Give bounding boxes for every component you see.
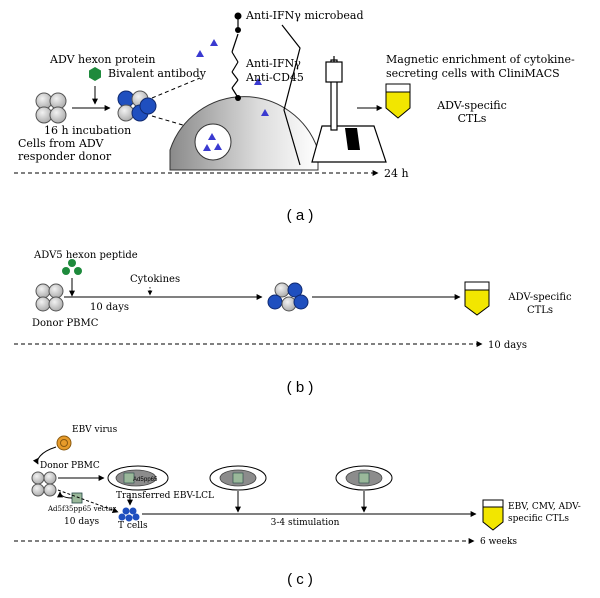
enrichment-label-line2: secreting cells with CliniMACS: [386, 67, 560, 80]
hexon-peptide-icon: [62, 259, 82, 275]
arrow-ebv: [32, 446, 57, 465]
panel-a-label: ( a ): [287, 207, 314, 224]
donor-pbmc-cluster-c: [31, 471, 57, 497]
stimulation-label: 3-4 stimulation: [271, 518, 340, 528]
time-label-b: 10 days: [488, 340, 527, 351]
cytokine-icon: [196, 39, 269, 116]
vector-label: Ad5f35pp65 vector: [47, 505, 117, 513]
arrow-vector: [57, 491, 73, 499]
hexon-icon: [89, 67, 101, 81]
donor-cell-cluster: [35, 92, 67, 124]
arrow-to-tcells: [57, 489, 119, 513]
donor-label-c: Donor PBMC: [40, 461, 100, 471]
time-label-a: 24 h: [384, 167, 409, 180]
peptide-label: ADV5 hexon peptide: [33, 250, 138, 261]
ctl-label-c-line1: EBV, CMV, ADV-: [508, 502, 581, 512]
ctl-tube-icon-b: [464, 281, 490, 316]
labeled-cell-cluster: [117, 90, 157, 122]
panel-b: ADV5 hexon peptide Cytokines 10 days Don…: [14, 250, 572, 396]
panel-a: ADV hexon protein Bivalent antibody 16 h…: [14, 9, 575, 224]
cells-label-line2: responder donor: [18, 150, 112, 163]
ad5-tag: Ad5: [133, 477, 144, 483]
cells-label-line1: Cells from ADV: [18, 137, 105, 150]
days-label-c: 10 days: [64, 517, 100, 527]
vector-icon: [71, 492, 83, 504]
ctl-tube-icon: [385, 83, 411, 119]
tcell-cluster: [118, 507, 140, 522]
donor-label-b: Donor PBMC: [32, 318, 99, 329]
ebv-lcl-icon-2: [209, 465, 267, 491]
days-label-b: 10 days: [90, 302, 129, 313]
antibody-construct-icon: [231, 12, 242, 101]
ebv-virus-icon: [56, 435, 72, 451]
hexon-protein-label: ADV hexon protein: [49, 53, 155, 66]
ebv-lcl-icon: [107, 465, 169, 491]
zoom-line-top: [151, 77, 201, 99]
clinimacs-device-icon: [311, 56, 387, 163]
anti-ifn-label: Anti-IFNγ: [245, 57, 301, 70]
enrichment-label-line1: Magnetic enrichment of cytokine-: [386, 53, 575, 66]
large-cell-icon: [169, 96, 319, 171]
ctl-label-c-line2: specific CTLs: [508, 514, 569, 524]
ctl-label-b-line1: ADV-specific: [507, 292, 572, 303]
ctl-label-b-line2: CTLs: [527, 305, 553, 316]
bivalent-antibody-label: Bivalent antibody: [108, 67, 207, 80]
ebv-label: EBV virus: [72, 425, 118, 435]
anti-cd45-label: Anti-CD45: [245, 71, 304, 84]
tcells-label: T cells: [118, 521, 148, 531]
ctl-label-line1: ADV-specific: [436, 99, 507, 112]
time-label-c: 6 weeks: [480, 537, 517, 547]
panel-b-label: ( b ): [287, 379, 314, 396]
ebv-lcl-icon-3: [335, 465, 393, 491]
donor-pbmc-cluster: [35, 283, 64, 312]
microbead-label: Anti-IFNγ microbead: [245, 9, 364, 22]
panel-c-label: ( c ): [287, 571, 313, 588]
bracket: [281, 24, 301, 166]
ctl-tube-icon-c: [482, 499, 504, 531]
transferred-label: Transferred EBV-LCL: [116, 491, 214, 501]
zoom-line-bottom: [151, 115, 201, 131]
expanded-cell-cluster: [267, 282, 309, 312]
ctl-label-line2: CTLs: [458, 112, 487, 125]
pp65-tag: pp65: [144, 477, 158, 483]
incubation-label: 16 h incubation: [44, 124, 131, 137]
panel-c: Ad5 pp65 Transferred EBV-LCL: [14, 425, 581, 588]
cytokines-label: Cytokines: [130, 274, 180, 285]
